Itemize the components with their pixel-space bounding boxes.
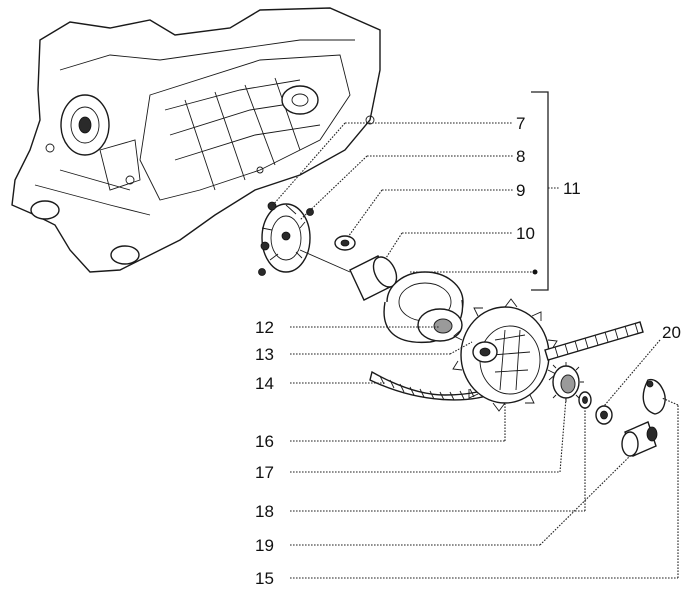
nut-20: [595, 405, 613, 425]
label-13: 13: [255, 345, 274, 364]
label-16: 16: [255, 432, 274, 451]
label-9: 9: [516, 181, 525, 200]
label-7: 7: [516, 114, 525, 133]
label-10: 10: [516, 224, 535, 243]
washer-18: [578, 391, 592, 409]
part-labels: 7 8 9 10 11 12 13 14 16 17 18 19 15 20: [255, 114, 681, 588]
label-14: 14: [255, 374, 274, 393]
label-20: 20: [662, 323, 681, 342]
fixed-pulley-half: [383, 271, 464, 344]
label-12: 12: [255, 318, 274, 337]
label-19: 19: [255, 536, 274, 555]
crankcase-housing: [11, 7, 381, 273]
label-17: 17: [255, 463, 274, 482]
leader-lines: [271, 91, 679, 579]
variator-sleeve: [299, 249, 398, 301]
variator-bush: [334, 235, 356, 251]
label-11: 11: [563, 179, 581, 198]
gear-17: [552, 362, 584, 402]
spring-strip: [544, 321, 644, 361]
bolt-19: [621, 421, 658, 457]
variator-roller-holder: [258, 201, 314, 276]
label-18: 18: [255, 502, 274, 521]
clip-15: [642, 378, 666, 415]
cooling-fan-pulley: [452, 298, 558, 412]
label-15: 15: [255, 569, 274, 588]
label-8: 8: [516, 147, 525, 166]
